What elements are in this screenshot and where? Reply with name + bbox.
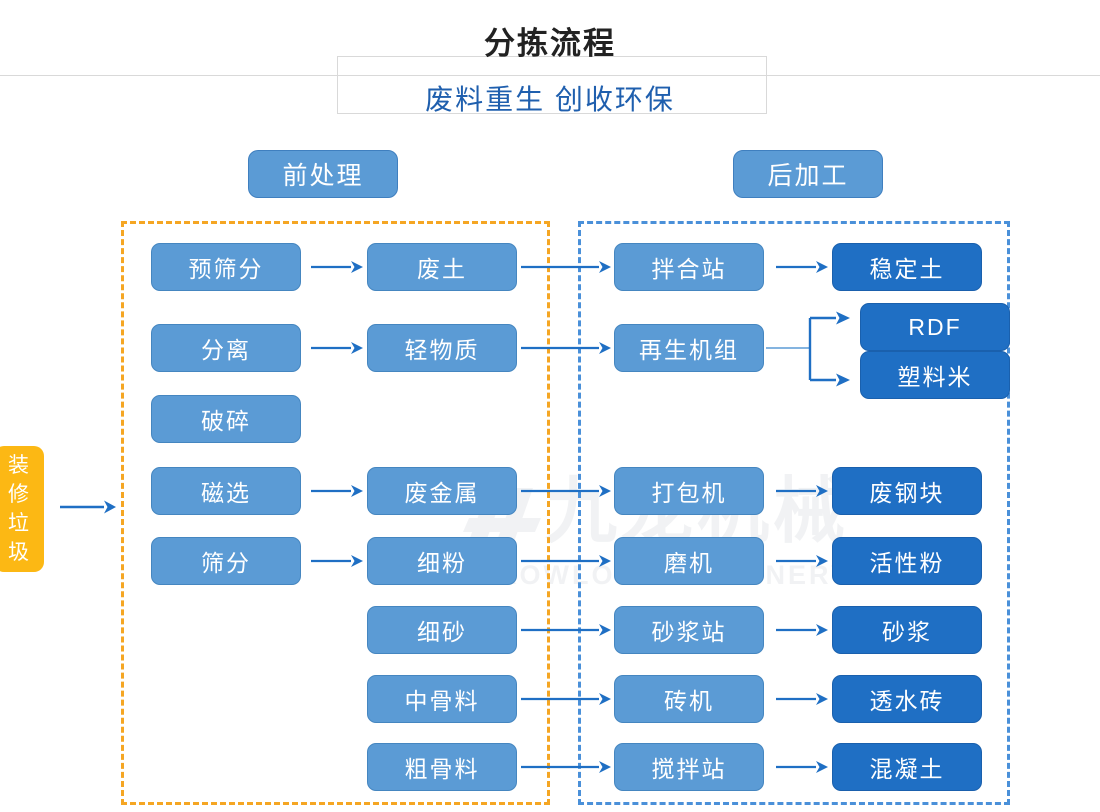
node-label: 细粉 (417, 550, 467, 576)
pre-process-group-frame (121, 221, 550, 805)
node-permeable-brick[interactable]: 透水砖 (832, 675, 982, 723)
node-label: 活性粉 (869, 550, 945, 576)
node-label: 磁选 (201, 480, 251, 506)
arrow-entry-to-pre-process (60, 498, 116, 516)
node-label: 透水砖 (869, 688, 945, 714)
node-concrete[interactable]: 混凝土 (832, 743, 982, 791)
node-label: 废金属 (404, 480, 480, 506)
node-pre-screening[interactable]: 预筛分 (151, 243, 301, 291)
node-label: 砂浆站 (651, 619, 727, 645)
page-title: 分拣流程 (484, 26, 616, 61)
node-scrap-steel-block[interactable]: 废钢块 (832, 467, 982, 515)
section-label-pre-process[interactable]: 前处理 (248, 150, 398, 198)
node-sieving[interactable]: 筛分 (151, 537, 301, 585)
node-label: RDF (908, 313, 962, 340)
node-grinder[interactable]: 磨机 (614, 537, 764, 585)
node-label: 中骨料 (404, 688, 480, 714)
node-recycling-unit[interactable]: 再生机组 (614, 324, 764, 372)
node-brick-machine[interactable]: 砖机 (614, 675, 764, 723)
node-plastic-pellets[interactable]: 塑料米 (860, 351, 1010, 399)
node-concrete-station[interactable]: 搅拌站 (614, 743, 764, 791)
node-label: 粗骨料 (404, 756, 480, 782)
section-label-post-process[interactable]: 后加工 (733, 150, 883, 198)
node-label: 拌合站 (651, 256, 727, 282)
node-label: 废土 (417, 256, 467, 282)
node-mixing-station[interactable]: 拌合站 (614, 243, 764, 291)
node-label: 塑料米 (897, 364, 973, 390)
node-label: 打包机 (651, 480, 727, 506)
header-frame (337, 56, 767, 114)
node-stabilized-soil[interactable]: 稳定土 (832, 243, 982, 291)
post-process-group-frame (578, 221, 1010, 805)
node-mortar-station[interactable]: 砂浆站 (614, 606, 764, 654)
node-crushing[interactable]: 破碎 (151, 395, 301, 443)
node-label: 稳定土 (869, 256, 945, 282)
node-medium-aggregate[interactable]: 中骨料 (367, 675, 517, 723)
node-magnetic-separation[interactable]: 磁选 (151, 467, 301, 515)
node-waste-soil[interactable]: 废土 (367, 243, 517, 291)
node-active-powder[interactable]: 活性粉 (832, 537, 982, 585)
node-label: 砖机 (664, 688, 714, 714)
page-subtitle: 废料重生 创收环保 (425, 84, 675, 115)
node-label: 混凝土 (869, 756, 945, 782)
node-light-material[interactable]: 轻物质 (367, 324, 517, 372)
node-rdf[interactable]: RDF (860, 303, 1010, 351)
node-label: 细砂 (417, 619, 467, 645)
node-coarse-aggregate[interactable]: 粗骨料 (367, 743, 517, 791)
node-baler[interactable]: 打包机 (614, 467, 764, 515)
entry-node-label: 装修垃圾 (8, 454, 30, 564)
node-mortar[interactable]: 砂浆 (832, 606, 982, 654)
node-label: 搅拌站 (651, 756, 727, 782)
node-scrap-metal[interactable]: 废金属 (367, 467, 517, 515)
node-label: 再生机组 (639, 337, 739, 363)
node-label: 破碎 (201, 408, 251, 434)
node-label: 筛分 (201, 550, 251, 576)
header-divider-rule (0, 75, 1100, 76)
node-separation[interactable]: 分离 (151, 324, 301, 372)
entry-node-renovation-waste[interactable]: 装修垃圾 (0, 446, 44, 572)
node-label: 磨机 (664, 550, 714, 576)
node-fine-sand[interactable]: 细砂 (367, 606, 517, 654)
node-label: 废钢块 (869, 480, 945, 506)
node-label: 砂浆 (882, 619, 932, 645)
node-fine-powder[interactable]: 细粉 (367, 537, 517, 585)
node-label: 轻物质 (404, 337, 480, 363)
node-label: 预筛分 (188, 256, 264, 282)
node-label: 分离 (201, 337, 251, 363)
